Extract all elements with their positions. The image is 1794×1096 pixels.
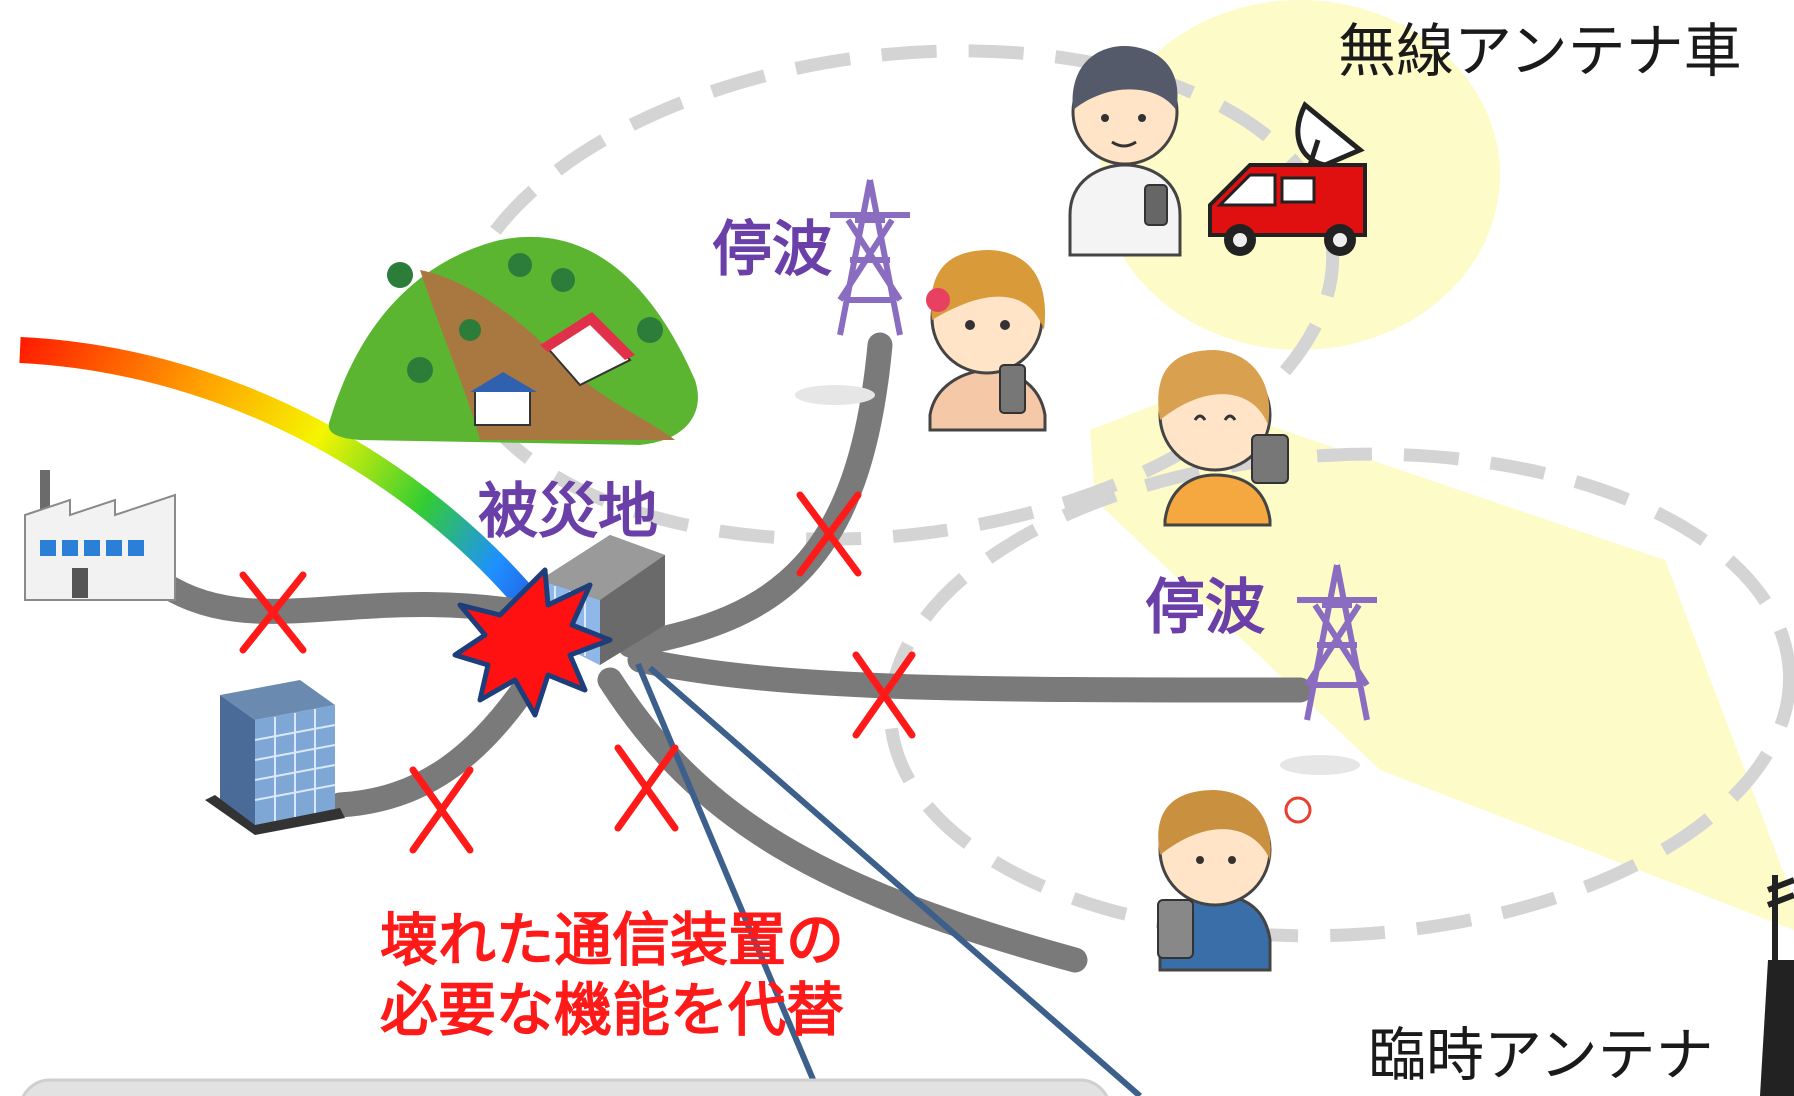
disaster-area-label: 被災地 [478,477,658,547]
fiber-line-1 [635,662,823,1096]
service-zone-lower [883,447,1794,943]
wireless-arc [19,337,546,619]
landslide-icon [328,236,698,445]
temporary-antenna-label: 臨時アンテナ [1368,1021,1714,1089]
cable-break-marks [239,491,916,854]
caption-line-2: 必要な機能を代替 [380,976,845,1044]
person-icon [1068,45,1182,257]
caption-line-1: 壊れた通信装置の [380,906,845,974]
antenna-vehicle-icon [1208,101,1367,256]
temp-antenna-coverage-beam [1090,395,1794,930]
factory-icon [24,470,176,601]
tower-shadow [1280,755,1360,775]
outage-label: 停波 [1145,573,1265,643]
transmission-tower-icon [1297,564,1377,721]
outage-label: 停波 [712,215,832,285]
mobile-antenna-vehicle-label: 無線アンテナ車 [1338,17,1742,85]
temporary-antenna-icon [1760,875,1794,1096]
fiber-line-2 [648,665,1142,1096]
explosion-icon [452,567,613,718]
office-building-icon [205,680,345,835]
person-icon [1158,350,1289,527]
transmission-tower-icon [830,179,910,336]
person-icon [1157,790,1312,972]
bottom-panel [21,1078,1109,1096]
tower-shadow [795,385,875,405]
person-icon [926,250,1047,432]
